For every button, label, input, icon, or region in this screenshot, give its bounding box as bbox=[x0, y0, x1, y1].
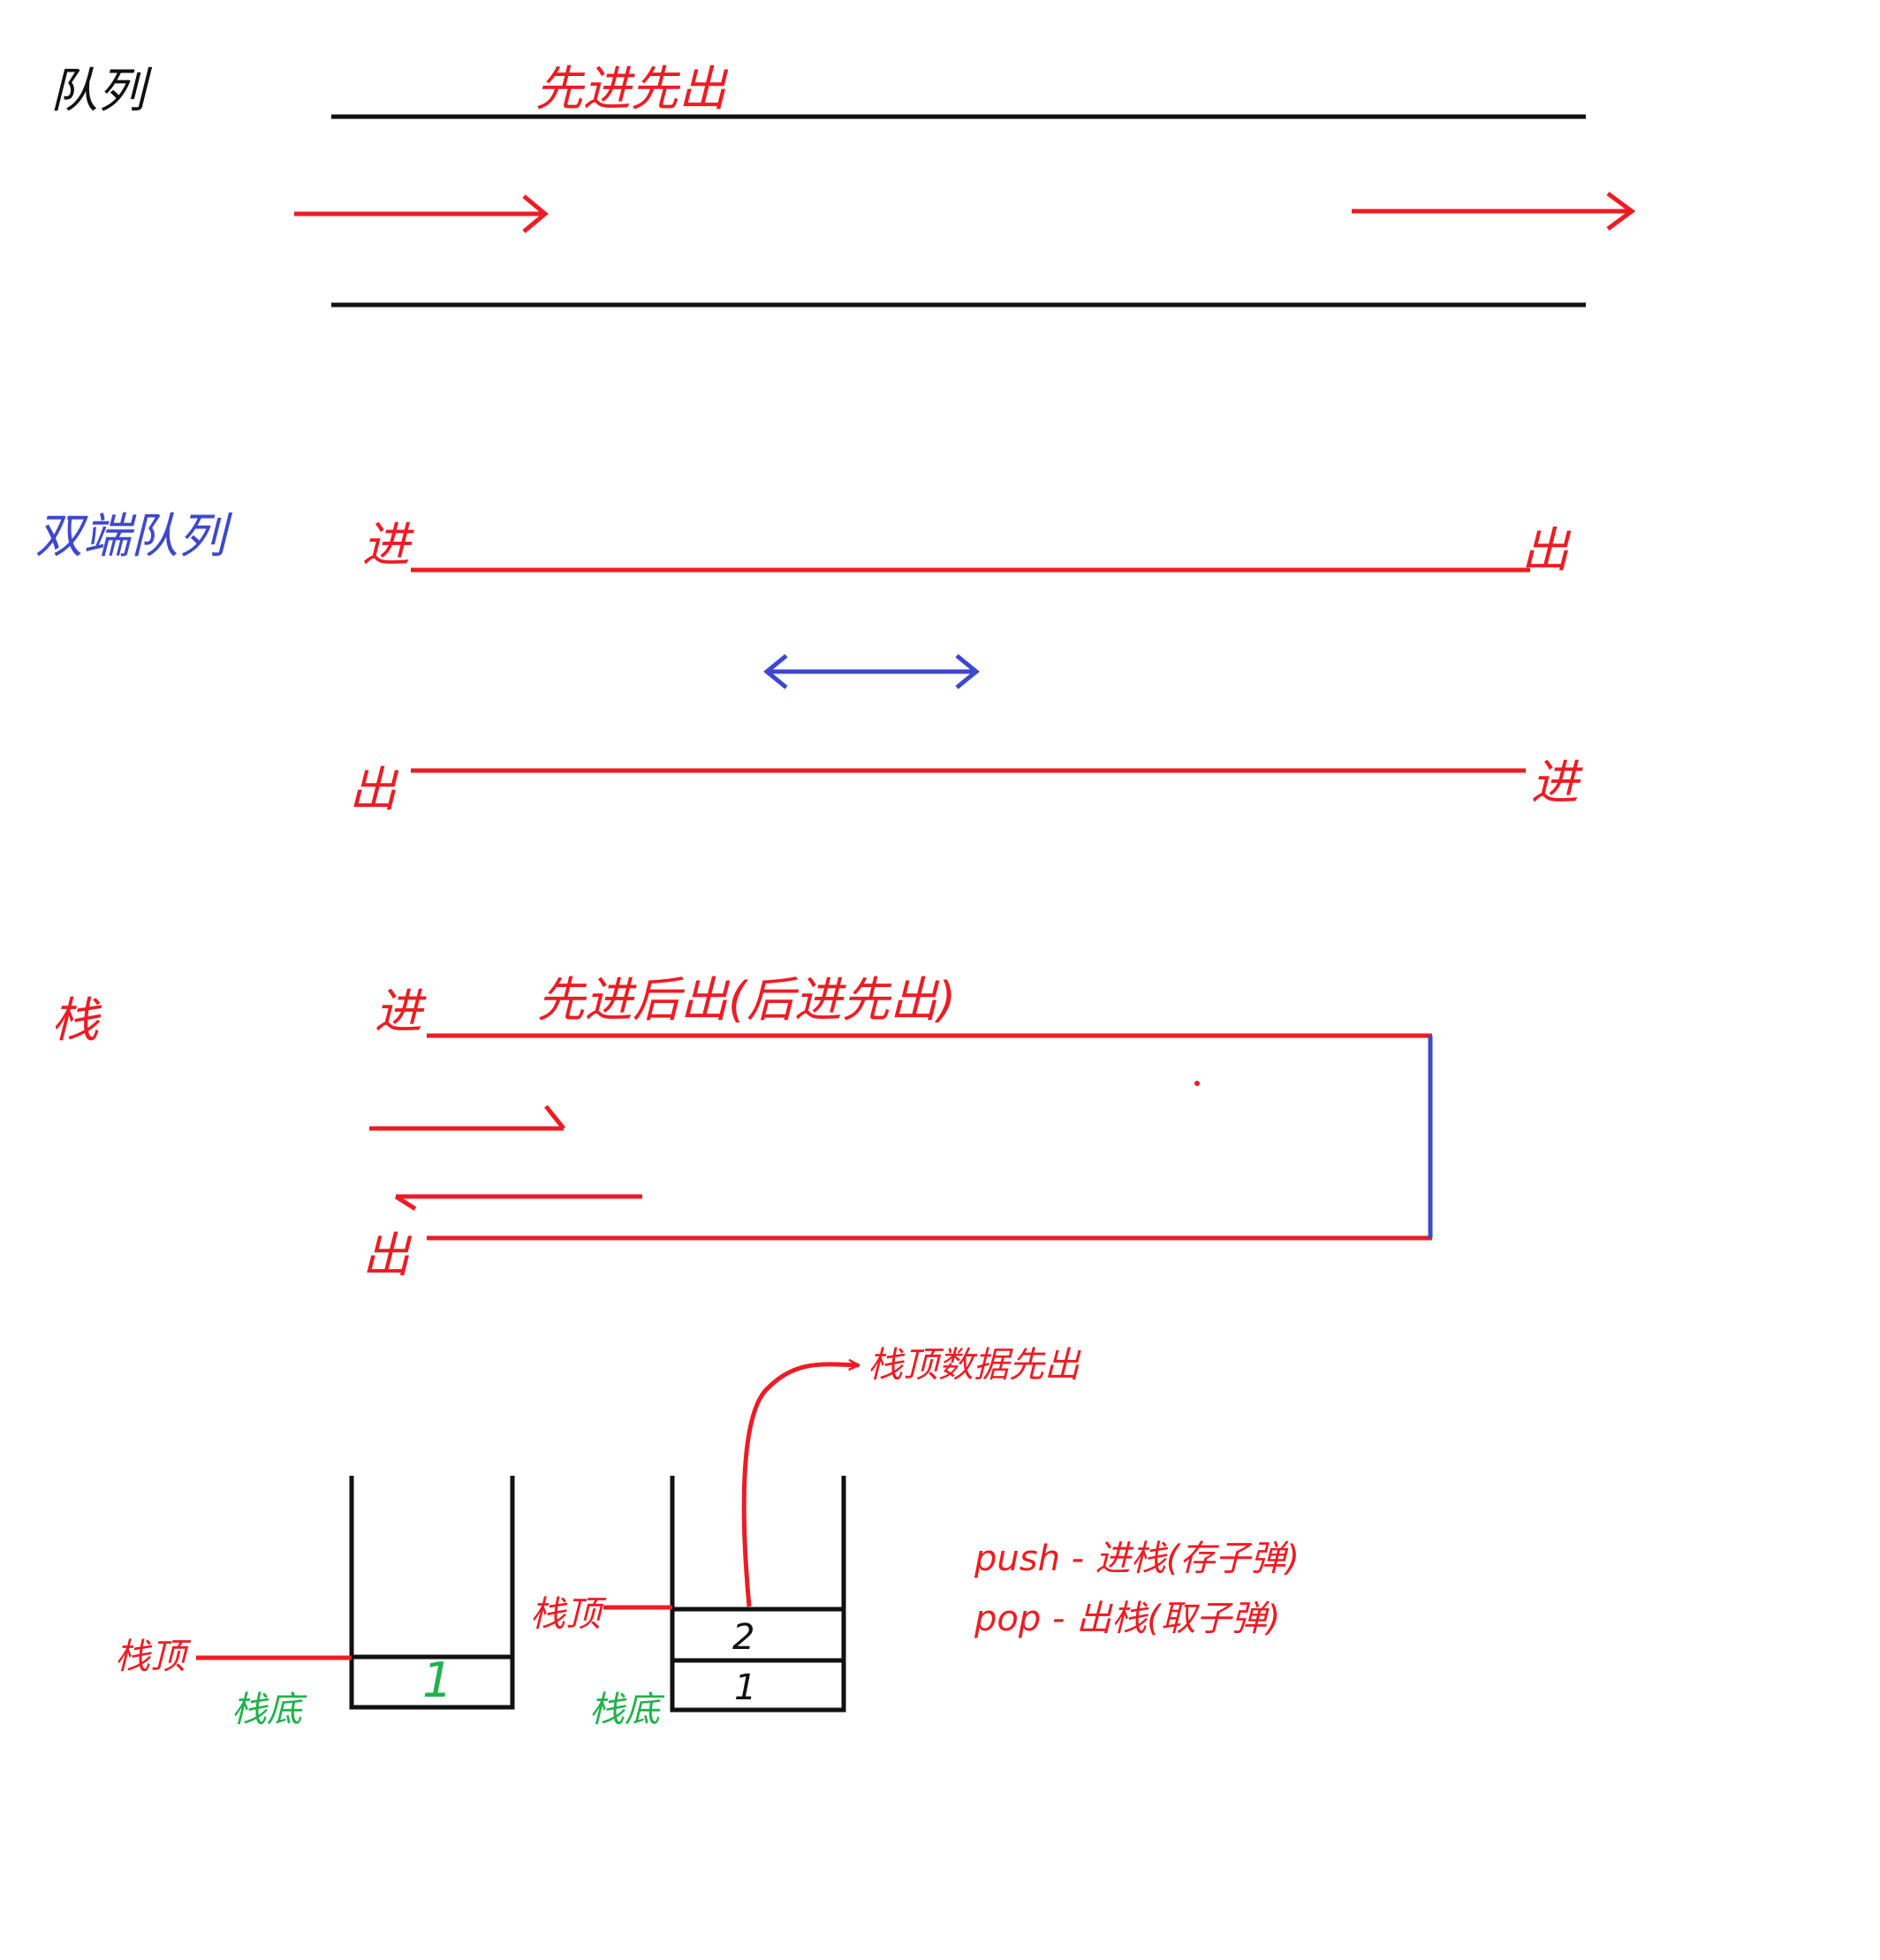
stack-container-left bbox=[349, 1476, 515, 1710]
stack-out-label: 出 bbox=[362, 1227, 410, 1283]
deque-bottom-left-label: 出 bbox=[349, 762, 397, 817]
stack-push-arrow bbox=[369, 1105, 565, 1131]
deque-bidirectional-arrow bbox=[763, 654, 980, 689]
push-op: push - 进栈(存子弹) bbox=[974, 1538, 1300, 1579]
queue-diagram bbox=[294, 114, 1636, 308]
left-stack-item-1: 1 bbox=[422, 1652, 453, 1708]
queue-enqueue-arrow bbox=[294, 194, 549, 233]
stack-pop-arrow bbox=[394, 1194, 642, 1212]
pop-op: pop - 出栈(取子弹) bbox=[974, 1599, 1281, 1639]
pop-out-arrow bbox=[741, 1364, 859, 1607]
right-stack-item-2: 2 bbox=[732, 1617, 755, 1658]
left-top-label: 栈顶 bbox=[115, 1637, 186, 1677]
stray-dot bbox=[1194, 1081, 1200, 1086]
stack-diagram bbox=[369, 1033, 1433, 1241]
deque-top-left-label: 进 bbox=[362, 517, 410, 573]
deque-top-right-label: 出 bbox=[1521, 522, 1569, 578]
stack-container-right bbox=[670, 1476, 846, 1713]
right-bottom-label: 栈底 bbox=[589, 1690, 660, 1730]
stack-rule: 先进后出(后进先出) bbox=[537, 972, 957, 1028]
stack-title: 栈 bbox=[51, 992, 99, 1048]
deque-diagram bbox=[411, 567, 1530, 773]
stack-in-label: 进 bbox=[375, 984, 422, 1039]
right-top-label: 栈顶 bbox=[530, 1594, 601, 1635]
pop-note: 栈顶数据先出 bbox=[868, 1345, 1080, 1386]
queue-rule: 先进先出 bbox=[535, 61, 726, 117]
queue-dequeue-arrow bbox=[1352, 191, 1636, 232]
stack-demo bbox=[196, 1364, 859, 1713]
queue-title: 队列 bbox=[50, 63, 146, 118]
right-stack-item-1: 1 bbox=[734, 1668, 757, 1708]
left-bottom-label: 栈底 bbox=[231, 1690, 302, 1730]
deque-title: 双端队列 bbox=[35, 508, 226, 564]
deque-bottom-right-label: 进 bbox=[1531, 755, 1579, 810]
